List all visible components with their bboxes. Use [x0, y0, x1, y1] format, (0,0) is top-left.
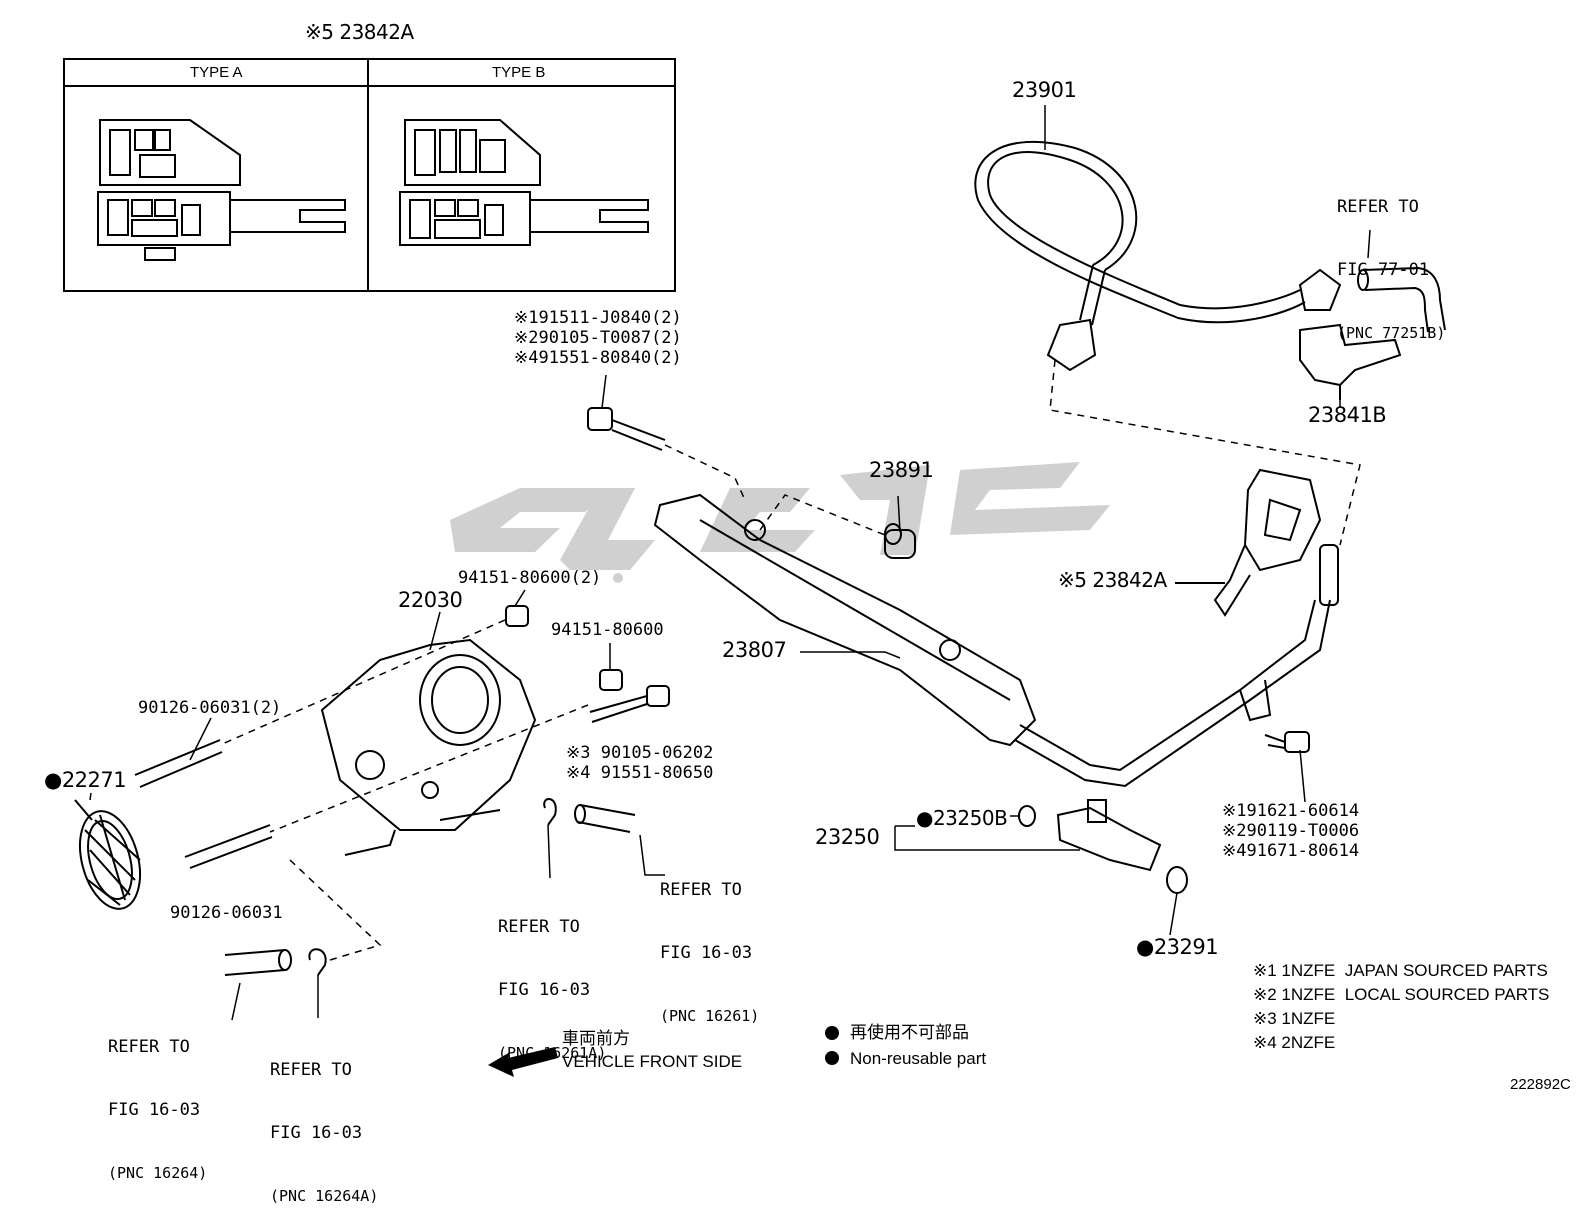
ref-16264a-line2: FIG 16-03 [270, 1123, 363, 1143]
part-23842a: ※5 23842A [1058, 568, 1167, 592]
front-arrow [488, 1047, 558, 1077]
nuts [505, 605, 670, 723]
diagram-drawing [63, 58, 1446, 1077]
ref-16261: REFER TO FIG 16-03 (PNC 16261) [660, 838, 759, 1048]
injector-23250 [1018, 799, 1188, 894]
part-23250: 23250 [815, 825, 880, 849]
nut-pn-2: 94151-80600 [551, 620, 664, 640]
bolt-right-pn-3: ※491671-80614 [1222, 841, 1360, 861]
bolt-top-pn-2: ※290105-T0087(2) [514, 328, 682, 348]
part-22030: 22030 [398, 588, 463, 612]
part-23891: 23891 [869, 458, 934, 482]
ref-16264-line1: REFER TO [108, 1037, 190, 1057]
part-23250b: ●23250B [916, 806, 1008, 830]
lower-hoses [224, 798, 636, 976]
watermark-logo [450, 462, 1110, 583]
ref-77251b-line1: REFER TO [1337, 197, 1419, 217]
inset-frame [63, 58, 676, 292]
type-a-header: TYPE A [190, 64, 243, 81]
stud-pn-2: 90126-06031 [170, 903, 283, 923]
ref-16261a: REFER TO FIG 16-03 (PNC 16261A) [498, 875, 606, 1085]
bolt-right-pn-2: ※290119-T0006 [1222, 821, 1360, 841]
note-2: ※2 1NZFE LOCAL SOURCED PARTS [1253, 985, 1550, 1004]
fuel-pipe [1014, 544, 1339, 788]
inset-callout: ※5 23842A [305, 20, 414, 44]
legend-front: VEHICLE FRONT SIDE [562, 1052, 743, 1071]
ref-16261-line3: (PNC 16261) [660, 1007, 760, 1025]
bolt-tb-pn-1: ※3 90105-06202 [566, 743, 714, 763]
note-3: ※3 1NZFE [1253, 1009, 1336, 1028]
nut-pn-1: 94151-80600(2) [458, 568, 602, 588]
bolt-top-pn-3: ※491551-80840(2) [514, 348, 682, 368]
fuel-hose-23901 [974, 140, 1342, 372]
note-4: ※4 2NZFE [1253, 1033, 1336, 1052]
throttle-body-22030 [320, 638, 537, 856]
diagram-id: 222892C [1510, 1076, 1571, 1093]
stud-pn-1: 90126-06031(2) [138, 698, 282, 718]
legend-front-jp: 車両前方 [562, 1029, 630, 1048]
ref-16261a-line1: REFER TO [498, 917, 580, 937]
part-23901: 23901 [1012, 78, 1077, 102]
ref-16264a: REFER TO FIG 16-03 (PNC 16264A) [270, 1018, 378, 1228]
ref-77251b-line3: (PNC 77251B) [1337, 324, 1446, 342]
fuel-rail-23807 [653, 493, 1037, 747]
bolt-right [1264, 731, 1310, 753]
legend-nonreusable-jp: 再使用不可部品 [850, 1023, 969, 1042]
ref-16264a-line1: REFER TO [270, 1060, 352, 1080]
ref-77251b: REFER TO FIG 77-01 (PNC 77251B) [1337, 155, 1445, 365]
connector-23842a [1175, 468, 1322, 617]
parts-diagram: ※5 23842A TYPE A TYPE B 23901 23841B 238… [44, 20, 1571, 1205]
studs [134, 739, 273, 869]
bolt-right-pn-1: ※191621-60614 [1222, 801, 1360, 821]
ref-16261-line1: REFER TO [660, 880, 742, 900]
note-1: ※1 1NZFE JAPAN SOURCED PARTS [1253, 961, 1548, 980]
ref-16264a-line3: (PNC 16264A) [270, 1187, 379, 1205]
bullet-nonreusable-jp [825, 1026, 839, 1040]
part-23291: ●23291 [1136, 935, 1219, 959]
ref-16261-line2: FIG 16-03 [660, 943, 753, 963]
connector-type-a [97, 119, 346, 261]
part-22271: ●22271 [44, 768, 127, 792]
bolt-tb-pn-2: ※4 91551-80650 [566, 763, 714, 783]
type-b-header: TYPE B [492, 64, 546, 81]
ref-16264-line3: (PNC 16264) [108, 1164, 208, 1182]
part-23807: 23807 [722, 638, 787, 662]
gasket-22271 [74, 799, 141, 910]
leader-lines [89, 105, 1371, 1021]
part-23841b: 23841B [1308, 403, 1387, 427]
ref-16264-line2: FIG 16-03 [108, 1100, 201, 1120]
hose-77251b [1357, 266, 1446, 333]
bolt-top-pn-1: ※191511-J0840(2) [514, 308, 682, 328]
legend-nonreusable: Non-reusable part [850, 1049, 987, 1068]
connector-type-b [399, 119, 649, 246]
ref-16264: REFER TO FIG 16-03 (PNC 16264) [108, 995, 207, 1205]
bolt-top [587, 407, 666, 451]
ref-16261a-line3: (PNC 16261A) [498, 1044, 607, 1062]
bullet-nonreusable [825, 1051, 839, 1065]
ref-16261a-line2: FIG 16-03 [498, 980, 591, 1000]
ref-77251b-line2: FIG 77-01 [1337, 260, 1430, 280]
